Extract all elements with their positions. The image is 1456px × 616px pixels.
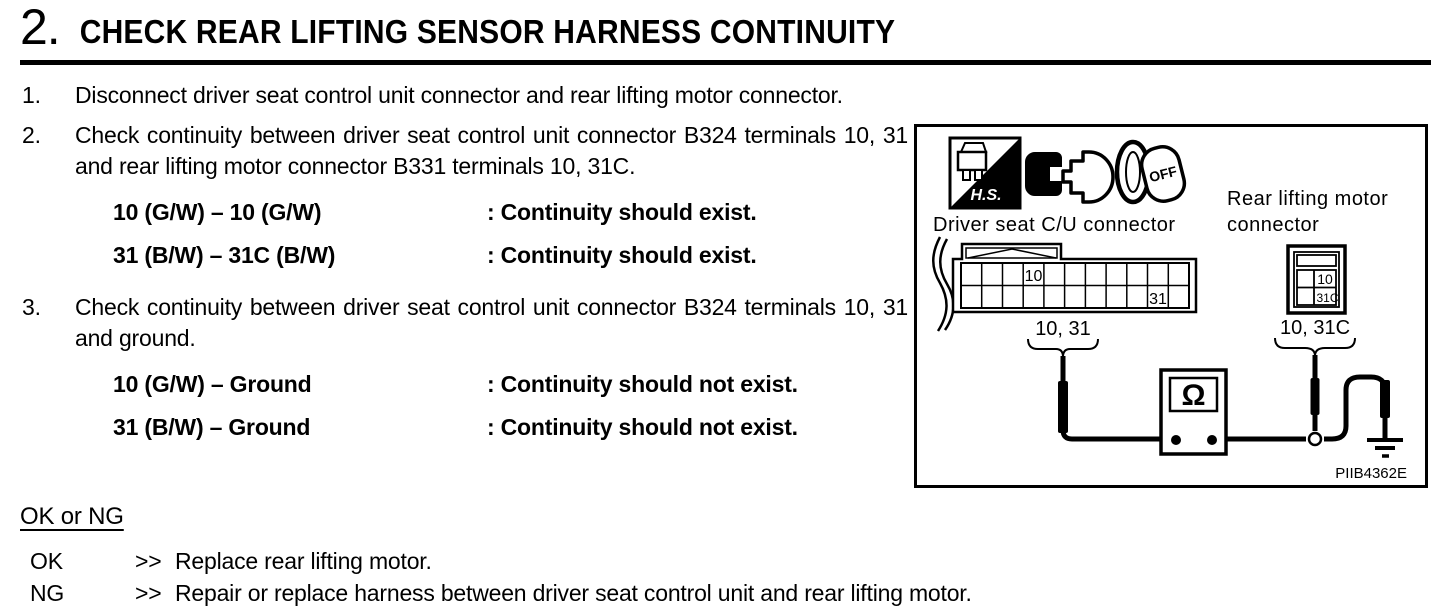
motor-connector-label-line2: connector [1227, 214, 1319, 236]
spec-terminals: 31 (B/W) – 31C (B/W) [113, 242, 336, 268]
ohmmeter-terminal [1207, 435, 1217, 445]
key-off-icon: OFF [1114, 139, 1187, 205]
test-probe [1380, 380, 1390, 418]
step-3: 3. Check continuity between driver seat … [22, 292, 908, 354]
hs-disconnect-icon: H.S. [948, 136, 1022, 210]
harness-wave-line [939, 238, 955, 331]
spec-result: : Continuity should not exist. [487, 371, 798, 397]
wiring-diagram: H.S. OFF Driver seat C/U connector Rear … [932, 136, 1407, 482]
spec-row: 10 (G/W) – 10 (G/W) : Continuity should … [113, 197, 908, 228]
spec-terminals: 10 (G/W) – Ground [113, 371, 312, 397]
section-header: 2. CHECK REAR LIFTING SENSOR HARNESS CON… [20, 0, 1431, 65]
motor-brace [1274, 337, 1356, 357]
cu-connector-drawing: 10 31 [932, 236, 1198, 332]
outcome-action: Replace rear lifting motor. [175, 548, 432, 574]
continuity-spec-table: 10 (G/W) – 10 (G/W) : Continuity should … [113, 197, 908, 271]
step-number: 3. [22, 294, 41, 320]
page-title: CHECK REAR LIFTING SENSOR HARNESS CONTIN… [79, 13, 896, 51]
step-text: Check continuity between driver seat con… [75, 294, 908, 351]
motor-terminal-31c: 31C [1317, 291, 1339, 305]
test-probe [1310, 378, 1320, 415]
outcome-label: NG [30, 580, 65, 606]
cu-brace-label: 10, 31 [1035, 318, 1091, 340]
outcome-ok: OK >> Replace rear lifting motor. [20, 545, 972, 577]
section-number: 2. [20, 0, 61, 55]
step-text: Check continuity between driver seat con… [75, 122, 908, 179]
motor-terminal-10: 10 [1317, 271, 1333, 287]
result-heading: OK or NG [20, 503, 124, 530]
outcome-action: Repair or replace harness between driver… [175, 580, 972, 606]
spec-row: 10 (G/W) – Ground : Continuity should no… [113, 369, 908, 400]
spec-result: : Continuity should exist. [487, 242, 757, 268]
ohm-symbol: Ω [1181, 379, 1205, 412]
wire-ground-arch [1324, 374, 1388, 442]
step-number: 2. [22, 122, 41, 148]
step-1: 1. Disconnect driver seat control unit c… [22, 80, 1032, 111]
spec-result: : Continuity should not exist. [487, 414, 798, 440]
wire-junction-dot [1307, 431, 1323, 447]
outcome-arrow: >> [135, 580, 162, 606]
cu-terminal-10: 10 [1025, 268, 1043, 285]
continuity-spec-table: 10 (G/W) – Ground : Continuity should no… [113, 369, 908, 443]
ohmmeter-terminal [1171, 435, 1181, 445]
test-probe [1058, 381, 1068, 433]
outcome-arrow: >> [135, 548, 162, 574]
key-off-label: OFF [1147, 163, 1178, 185]
harness-wave-line [932, 236, 948, 332]
outcome-label: OK [30, 548, 63, 574]
hs-label: H.S. [970, 187, 1001, 204]
procedure-steps: 1. Disconnect driver seat control unit c… [22, 80, 908, 464]
step-number: 1. [22, 82, 41, 108]
step-text: Disconnect driver seat control unit conn… [75, 82, 843, 108]
figure-box: H.S. OFF Driver seat C/U connector Rear … [914, 124, 1428, 488]
outcome-ng: NG >> Repair or replace harness between … [20, 577, 972, 609]
spec-terminals: 31 (B/W) – Ground [113, 414, 311, 440]
spec-result: : Continuity should exist. [487, 199, 757, 225]
disconnect-connectors-icon [1025, 150, 1115, 204]
wire-left [1060, 356, 1175, 442]
cu-terminal-31: 31 [1149, 291, 1167, 308]
step-2: 2. Check continuity between driver seat … [22, 120, 908, 182]
cu-brace [1027, 338, 1099, 358]
spec-row: 31 (B/W) – 31C (B/W) : Continuity should… [113, 240, 908, 271]
spec-terminals: 10 (G/W) – 10 (G/W) [113, 199, 322, 225]
motor-connector-label-line1: Rear lifting motor [1227, 188, 1388, 210]
ground-icon [1367, 438, 1403, 458]
motor-connector-drawing: 10 31C [1286, 244, 1347, 315]
figure-code: PIIB4362E [1335, 465, 1407, 482]
result-section: OK or NG OK >> Replace rear lifting moto… [20, 503, 972, 609]
ohmmeter: Ω [1159, 368, 1228, 456]
spec-row: 31 (B/W) – Ground : Continuity should no… [113, 412, 908, 443]
cu-connector-label: Driver seat C/U connector [933, 214, 1176, 236]
motor-brace-label: 10, 31C [1280, 317, 1350, 339]
